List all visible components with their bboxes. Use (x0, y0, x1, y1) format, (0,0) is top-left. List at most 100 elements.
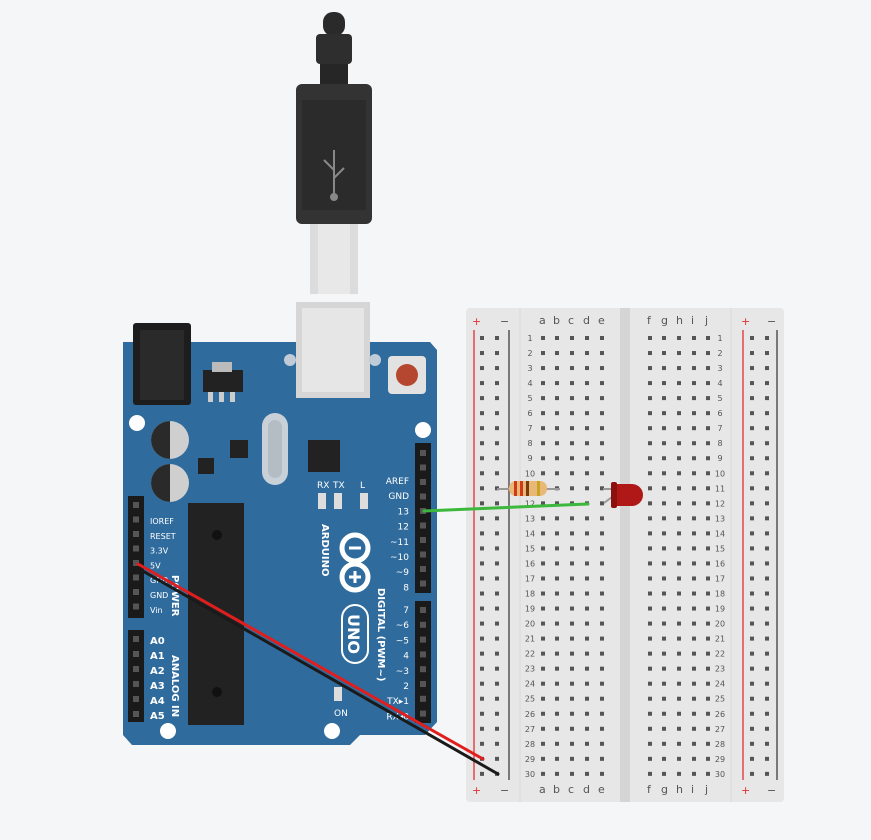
pin-hole[interactable] (420, 580, 426, 587)
rail-hole[interactable] (750, 441, 754, 446)
breadboard-hole[interactable] (600, 456, 604, 461)
breadboard-hole[interactable] (692, 681, 696, 686)
pin-hole[interactable] (420, 681, 426, 687)
rail-hole[interactable] (480, 396, 484, 401)
pin-hole[interactable] (133, 681, 139, 687)
breadboard-hole[interactable] (677, 531, 681, 536)
breadboard-hole[interactable] (648, 561, 652, 566)
rail-hole[interactable] (495, 441, 499, 446)
breadboard-hole[interactable] (662, 666, 666, 671)
breadboard-hole[interactable] (555, 636, 559, 641)
pin-hole[interactable] (420, 666, 426, 673)
breadboard-hole[interactable] (677, 381, 681, 386)
rail-hole[interactable] (495, 726, 499, 731)
breadboard-hole[interactable] (648, 651, 652, 656)
breadboard-hole[interactable] (648, 336, 652, 340)
breadboard-hole[interactable] (541, 351, 545, 356)
breadboard-hole[interactable] (706, 441, 710, 446)
breadboard-hole[interactable] (600, 351, 604, 356)
breadboard-hole[interactable] (692, 366, 696, 371)
breadboard-hole[interactable] (648, 351, 652, 356)
pin-hole[interactable] (133, 560, 139, 566)
rail-hole[interactable] (765, 531, 769, 536)
rail-hole[interactable] (480, 546, 484, 551)
breadboard-hole[interactable] (648, 516, 652, 521)
rail-hole[interactable] (765, 441, 769, 446)
rail-hole[interactable] (480, 681, 484, 686)
breadboard-hole[interactable] (662, 636, 666, 641)
breadboard-hole[interactable] (555, 681, 559, 686)
breadboard-hole[interactable] (600, 471, 604, 476)
pin-hole[interactable] (133, 531, 139, 537)
breadboard-hole[interactable] (555, 666, 559, 671)
rail-hole[interactable] (750, 456, 754, 461)
breadboard-hole[interactable] (541, 336, 545, 340)
led[interactable] (603, 482, 643, 508)
rail-hole[interactable] (480, 441, 484, 446)
breadboard-hole[interactable] (706, 501, 710, 506)
breadboard-hole[interactable] (585, 651, 589, 656)
breadboard-hole[interactable] (555, 546, 559, 551)
breadboard-hole[interactable] (541, 651, 545, 656)
rail-hole[interactable] (765, 336, 769, 340)
rail-hole[interactable] (750, 531, 754, 536)
rail-hole[interactable] (765, 651, 769, 656)
rail-hole[interactable] (765, 606, 769, 611)
breadboard-hole[interactable] (692, 546, 696, 551)
rail-hole[interactable] (495, 456, 499, 461)
rail-hole[interactable] (750, 396, 754, 401)
breadboard-hole[interactable] (662, 441, 666, 446)
breadboard-hole[interactable] (692, 561, 696, 566)
breadboard-hole[interactable] (662, 426, 666, 431)
breadboard-hole[interactable] (585, 696, 589, 701)
breadboard-hole[interactable] (706, 561, 710, 566)
breadboard-hole[interactable] (541, 591, 545, 596)
rail-hole[interactable] (750, 336, 754, 340)
rail-hole[interactable] (495, 381, 499, 386)
rail-hole[interactable] (480, 696, 484, 701)
breadboard-hole[interactable] (570, 366, 574, 371)
rail-hole[interactable] (750, 561, 754, 566)
breadboard-hole[interactable] (692, 531, 696, 536)
rail-hole[interactable] (765, 696, 769, 701)
rail-hole[interactable] (480, 531, 484, 536)
breadboard-hole[interactable] (555, 696, 559, 701)
rail-hole[interactable] (495, 396, 499, 401)
breadboard-hole[interactable] (648, 546, 652, 551)
breadboard-hole[interactable] (541, 471, 545, 476)
breadboard-hole[interactable] (648, 591, 652, 596)
breadboard-hole[interactable] (648, 711, 652, 716)
breadboard-hole[interactable] (648, 666, 652, 671)
rail-hole[interactable] (765, 666, 769, 671)
breadboard-hole[interactable] (648, 411, 652, 416)
rail-hole[interactable] (480, 411, 484, 416)
breadboard-hole[interactable] (555, 456, 559, 461)
breadboard-hole[interactable] (692, 441, 696, 446)
rail-hole[interactable] (750, 576, 754, 581)
breadboard-hole[interactable] (677, 396, 681, 401)
breadboard-hole[interactable] (677, 726, 681, 731)
breadboard-hole[interactable] (677, 621, 681, 626)
breadboard-hole[interactable] (541, 561, 545, 566)
rail-hole[interactable] (750, 501, 754, 506)
rail-hole[interactable] (750, 681, 754, 686)
breadboard-hole[interactable] (585, 381, 589, 386)
breadboard-hole[interactable] (585, 351, 589, 356)
rail-hole[interactable] (765, 636, 769, 641)
rail-hole[interactable] (495, 681, 499, 686)
pin-hole[interactable] (133, 502, 139, 508)
breadboard-hole[interactable] (706, 591, 710, 596)
breadboard-hole[interactable] (570, 516, 574, 521)
breadboard-hole[interactable] (555, 501, 559, 506)
rail-hole[interactable] (495, 411, 499, 416)
breadboard-hole[interactable] (570, 651, 574, 656)
breadboard-hole[interactable] (662, 486, 666, 491)
breadboard-hole[interactable] (706, 336, 710, 340)
breadboard-hole[interactable] (692, 756, 696, 761)
breadboard-hole[interactable] (692, 471, 696, 476)
breadboard-hole[interactable] (600, 681, 604, 686)
breadboard-hole[interactable] (600, 426, 604, 431)
breadboard-hole[interactable] (570, 486, 574, 491)
breadboard-hole[interactable] (662, 711, 666, 716)
